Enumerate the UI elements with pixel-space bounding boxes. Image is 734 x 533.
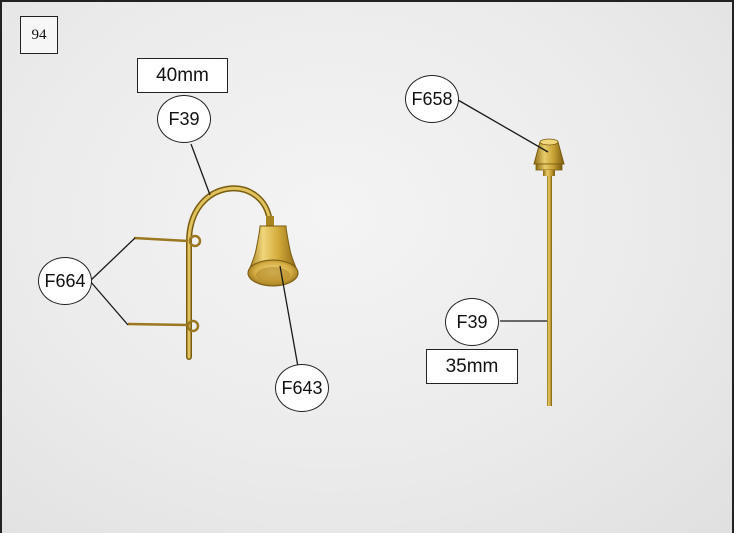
cap-callout: F658 [405,75,459,123]
bent-rod [186,185,273,360]
staple-callout: F664 [38,257,92,305]
leader-lines [89,99,549,379]
bell [247,216,299,287]
right-rod-callout: F39 [445,298,499,346]
cap [533,138,565,176]
staple-upper [133,234,202,248]
bell-callout: F643 [275,364,329,412]
right-size-label: 35mm [426,349,518,384]
step-number: 94 [20,16,58,54]
staple-lower [127,319,200,333]
left-size-label: 40mm [137,58,228,93]
straight-rod [547,176,552,406]
left-rod-callout: F39 [157,95,211,143]
